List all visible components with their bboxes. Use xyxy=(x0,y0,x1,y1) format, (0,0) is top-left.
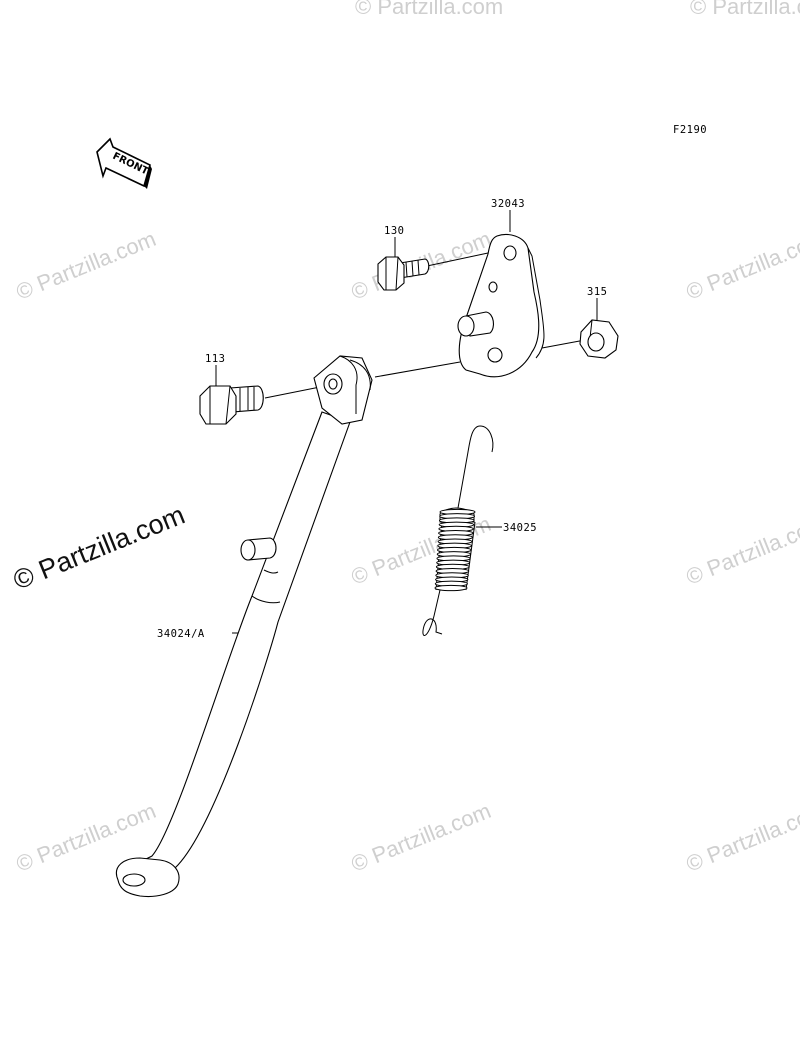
callout-34025: 34025 xyxy=(503,522,537,534)
callout-315: 315 xyxy=(587,286,607,298)
watermark-text-large: © Partzilla.com xyxy=(9,500,189,596)
front-arrow-icon: FRONT xyxy=(96,137,152,189)
callout-113: 113 xyxy=(205,353,225,365)
watermark-text: © Partzilla.com xyxy=(683,511,800,590)
callout-34024-a: 34024/A xyxy=(157,628,205,640)
side-stand xyxy=(116,355,373,898)
spring-coil xyxy=(434,584,468,592)
watermark-text: © Partzilla.com xyxy=(348,798,495,877)
callout-130: 130 xyxy=(384,225,404,237)
watermark-text: © Partzilla.com xyxy=(13,226,160,305)
leader-lines xyxy=(215,210,598,634)
large-bolt xyxy=(199,385,264,425)
watermark-text: © Partzilla.com xyxy=(348,511,495,590)
watermark-text: © Partzilla.com xyxy=(683,226,800,305)
small-bolt xyxy=(377,256,430,291)
watermark-text: © Partzilla.com xyxy=(690,0,800,19)
mounting-bracket xyxy=(457,233,545,378)
callout-32043: 32043 xyxy=(491,198,525,210)
return-spring xyxy=(422,425,494,636)
hex-nut xyxy=(579,319,619,359)
watermark-text: © Partzilla.com xyxy=(683,798,800,877)
watermark-text: © Partzilla.com xyxy=(355,0,503,19)
callout-labels: 32043 130 315 113 34025 34024/A xyxy=(157,198,607,640)
spring-coils xyxy=(434,508,476,592)
figure-code: F2190 xyxy=(673,124,707,136)
